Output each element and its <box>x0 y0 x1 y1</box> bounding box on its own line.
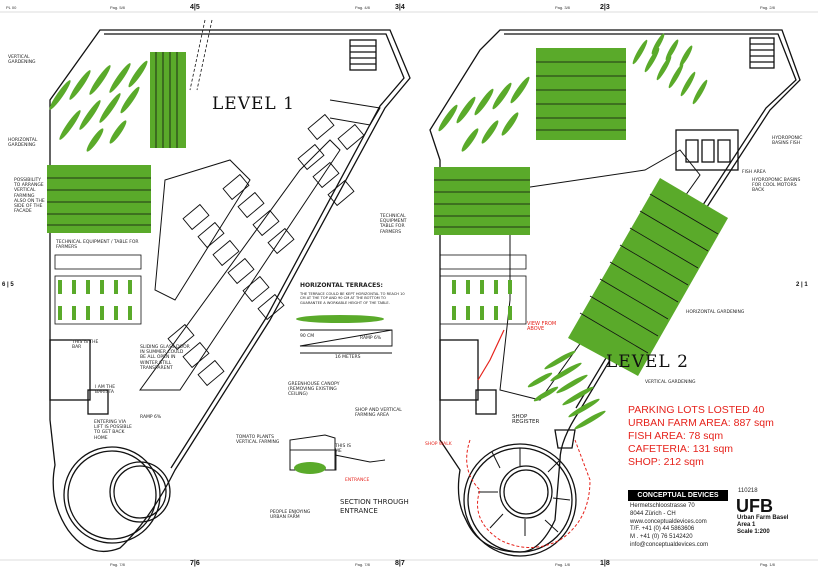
ramp-label: RAMP 6% <box>360 336 382 341</box>
note-shop-register: SHOP REGISTER <box>512 414 540 426</box>
page-mark: Pag. 4/8 <box>355 5 370 10</box>
area-stats: PARKING LOTS LOSTED 40 URBAN FARM AREA: … <box>628 404 774 469</box>
project-code: UFB <box>736 496 773 516</box>
project-info: Urban Farm Basel Area 1 Scale 1:200 <box>737 515 789 535</box>
note-hydroponic: HYDROPONIC BASINS FISH <box>772 136 803 147</box>
level-1-title: LEVEL 1 <box>212 94 295 114</box>
side-marker-left: 6 | 5 <box>2 282 14 288</box>
note-shop-walk: SHOP WALK <box>425 442 452 447</box>
page-mark: Pag. 2/8 <box>760 5 775 10</box>
page-marker: 1|8 <box>600 560 610 567</box>
company-address: Hermetschloostrasse 70 8044 Zürich - CH … <box>630 503 709 548</box>
note-ramp: RAMP 6% <box>140 415 162 420</box>
note-tech-equip-2: TECHNICAL EQUIPMENT TABLE FOR FARMERS <box>380 214 407 235</box>
note-technical-equipment: TECHNICAL EQUIPMENT / TABLE FOR FARMERS <box>56 240 139 251</box>
note-greenhouse: GREENHOUSE CANOPY (REMOVING EXISTING CEI… <box>288 382 340 398</box>
note-shop-vertical: SHOP AND VERTICAL FARMING AREA <box>355 408 402 419</box>
page-mark: Pag. 3/8 <box>555 5 570 10</box>
page-marker: 8|7 <box>395 560 405 567</box>
stat-line: PARKING LOTS LOSTED 40 <box>628 404 765 416</box>
page-mark: Pag. 5/8 <box>110 5 125 10</box>
note-tomato: TOMATO PLANTS VERTICAL FARMING <box>236 435 280 446</box>
note-people: PEOPLE ENJOYING URBAN FARM <box>270 510 311 521</box>
note-bar: THIS IS THE BAR <box>72 340 99 351</box>
terrace-section-diagram <box>289 315 393 474</box>
level-2-vertical-gardening <box>438 33 708 430</box>
level-2-horizontal-gardening <box>434 48 728 376</box>
level-2-ramp-spokes <box>478 448 571 536</box>
project-number: 110218 <box>738 488 758 494</box>
level-1-plan <box>49 19 411 552</box>
terraces-text: THE TERRACE COULD BE KEPT HORIZONTAL TO … <box>300 292 405 305</box>
level-2-tables <box>439 254 527 325</box>
terraces-title: HORIZONTAL TERRACES: <box>300 282 383 289</box>
stat-line: FISH AREA: 78 sqm <box>628 430 724 442</box>
note-vertical-gardening: VERTICAL GARDENING <box>8 55 36 66</box>
note-sliding-door: SLIDING GLASS DOOR IN SUMMER COULD BE AL… <box>140 345 190 371</box>
company-banner: CONCEPTUAL DEVICES <box>628 490 728 501</box>
level-1-tables <box>54 254 142 325</box>
note-this-is-me: THIS IS ME <box>335 444 351 455</box>
page-marker: 3|4 <box>395 4 405 11</box>
level-1-parking <box>167 113 365 387</box>
page-mark: Pag. 7/8 <box>355 562 370 567</box>
level-1-vertical-gardening <box>49 60 148 152</box>
note-entering: ENTERING VIA LIFT IS POSSIBLE TO GET BAC… <box>94 420 132 441</box>
note-fish-area: FISH AREA <box>742 170 766 175</box>
page-marker: 4|5 <box>190 4 200 11</box>
stat-line: SHOP: 212 sqm <box>628 456 704 468</box>
stat-line: CAFETERIA: 131 sqm <box>628 443 734 455</box>
stat-line: URBAN FARM AREA: 887 sqm <box>628 417 774 429</box>
shop-walk-path <box>466 329 591 548</box>
note-hydroponic-2: HYDROPONIC BASINS FOR COOL MOTORS BACK <box>752 178 801 194</box>
note-barista: I AM THE BARISTA <box>95 385 116 396</box>
note-horizontal-gardening-2: HORIZONTAL GARDENING <box>686 310 745 315</box>
page-mark: Pag. 7/8 <box>110 562 125 567</box>
note-section: SECTION THROUGH ENTRANCE <box>340 498 409 515</box>
note-entrance: ENTRANCE <box>345 478 370 483</box>
dim-cm: 90 CM <box>300 334 315 339</box>
note-horizontal-gardening: HORIZONTAL GARDENING <box>8 138 38 149</box>
page-mark: Pag. 1/8 <box>760 562 775 567</box>
page-marker: 7|6 <box>190 560 200 567</box>
page-marker: 2|3 <box>600 4 610 11</box>
page-mark: Pag. 1/8 <box>555 562 570 567</box>
note-view-from-above: VIEW FROM ABOVE <box>527 321 557 333</box>
note-vertical-gardening-2: VERTICAL GARDENING <box>645 380 696 385</box>
level-1-horizontal-gardening <box>47 52 186 233</box>
level-2-title: LEVEL 2 <box>606 352 689 372</box>
note-possibility: POSSIBILITY TO ARRANGE VERTICAL FARMING … <box>14 178 45 215</box>
dim-m: 16 METERS <box>335 355 361 360</box>
side-marker-right: 2 | 1 <box>796 282 808 288</box>
pl-mark: PL 00 <box>6 5 17 10</box>
